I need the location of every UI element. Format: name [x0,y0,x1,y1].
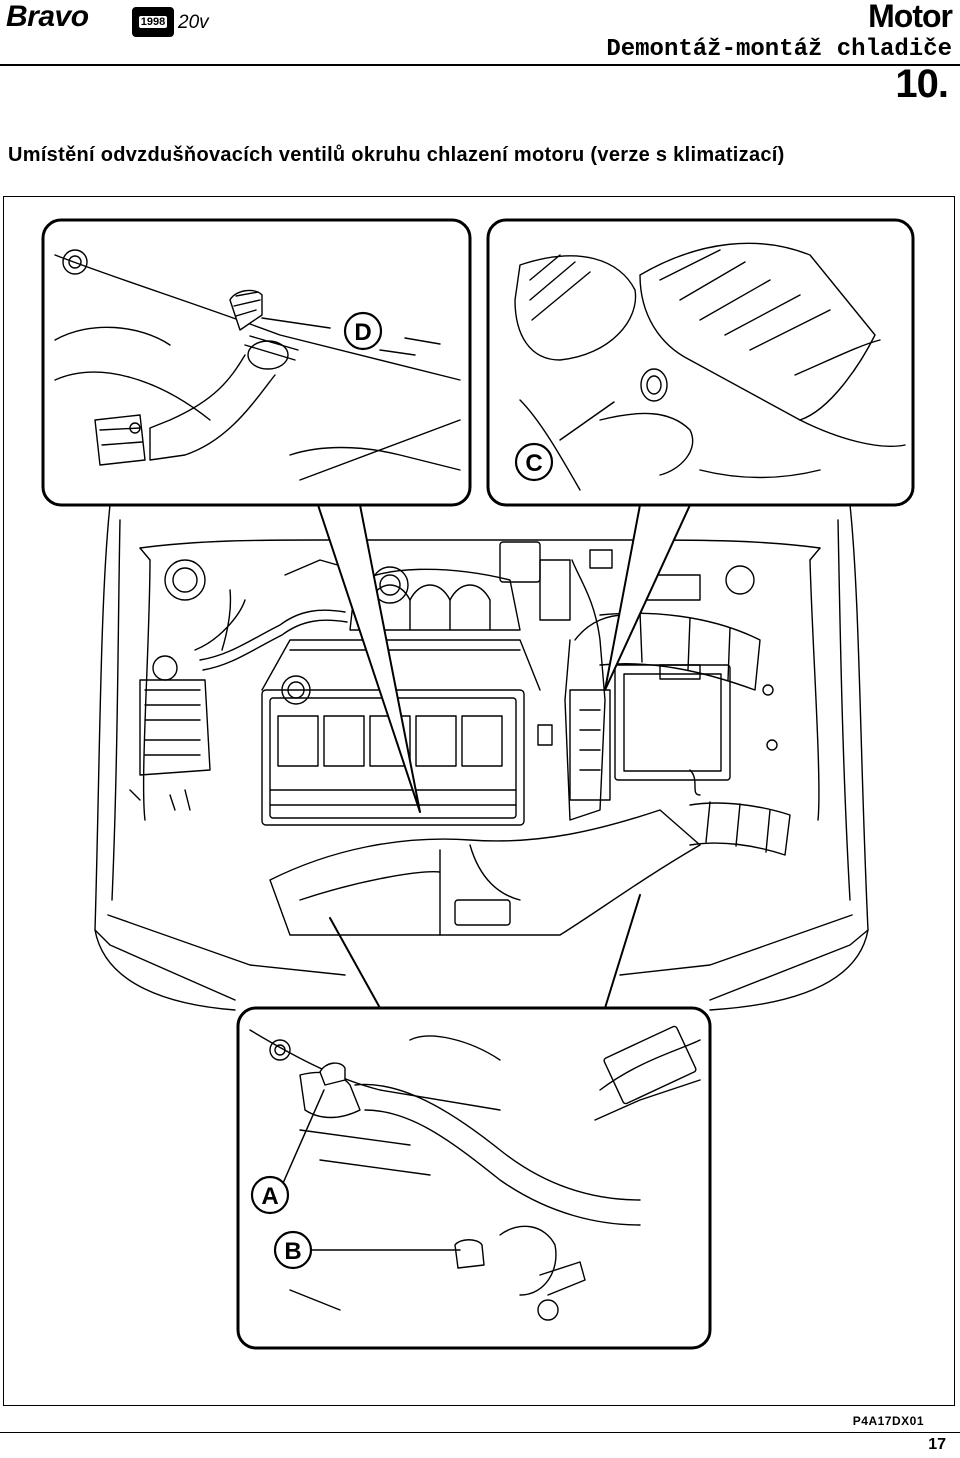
detail-panel-ab [236,1006,712,1350]
callout-badge-c [514,442,554,482]
callout-badge-d [343,311,383,351]
battery [614,565,778,796]
car-body-outline [94,504,869,1011]
callout-pointers [317,504,691,1009]
intake-manifold [349,541,571,631]
callout-badge-b [273,1230,313,1270]
coolant-reservoir [129,559,246,811]
footer-divider [0,1432,960,1433]
callout-badge-a [250,1175,290,1215]
figure-code: P4A17DX01 [852,1414,924,1428]
callout-label-d: D [354,319,371,346]
engine-variant: 20v [178,12,209,33]
callout-badges [250,311,554,1270]
engine-block [261,639,541,826]
engine-hoses [199,549,701,821]
callout-label-a: A [261,1183,278,1210]
detail-panel-d [41,218,472,507]
chapter-number: 10. [895,62,949,106]
figure-frame [3,196,955,1406]
header-divider [0,64,960,66]
detail-panel-c [486,218,915,507]
callout-label-b: B [284,1238,301,1265]
figure-caption: Umístění odvzdušňovacích ventilů okruhu … [8,144,785,166]
callout-label-c: C [525,450,542,477]
page-number: 17 [928,1436,946,1453]
section-title: Motor [868,0,953,34]
year-badge: 1998 [132,7,174,37]
air-intake-duct [574,611,791,856]
air-filter-housing [269,809,701,936]
brand-name: Bravo [6,0,89,33]
section-subtitle: Demontáž-montáž chladiče [606,36,952,63]
year-label: 1998 [138,16,168,28]
